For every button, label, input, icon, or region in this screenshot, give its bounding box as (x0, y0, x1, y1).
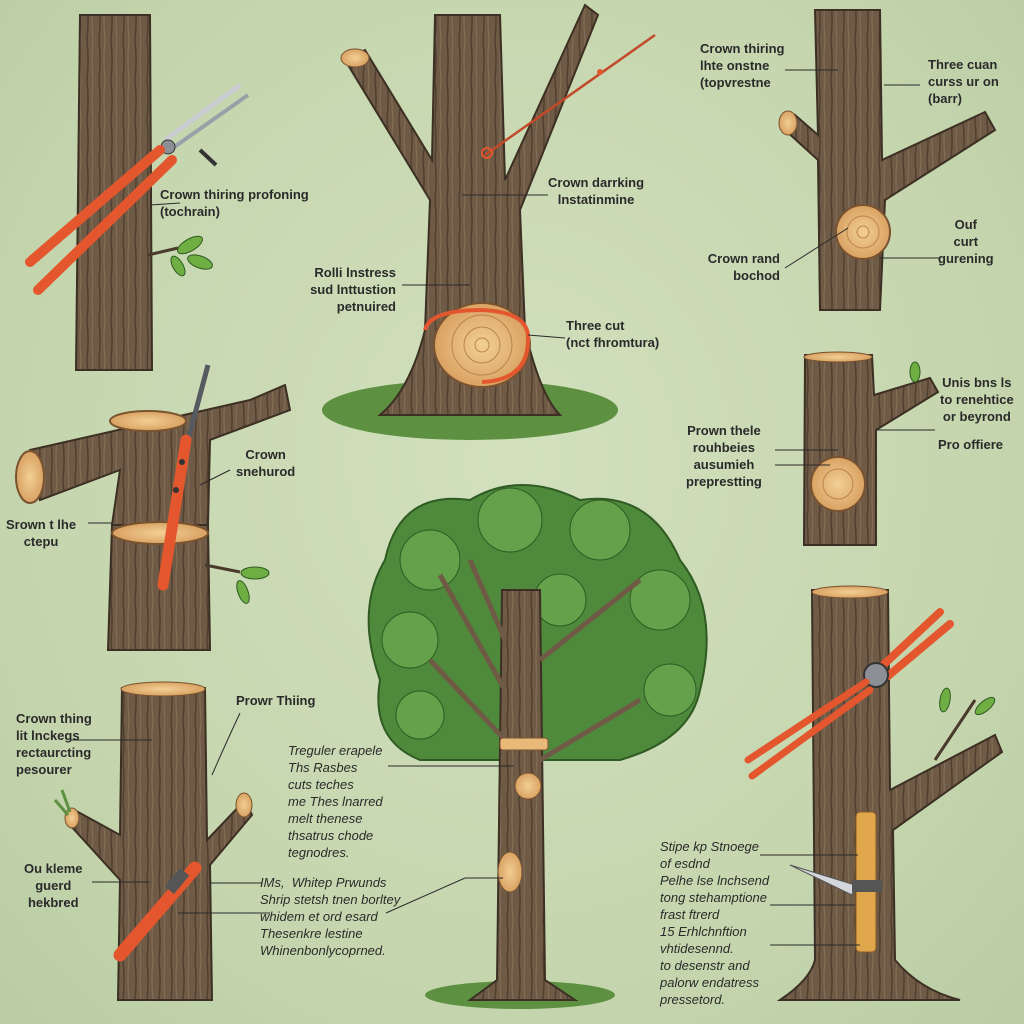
label-mid-right-1: Unis bns ls to renehtice or beyrond (940, 375, 1014, 424)
trunk-mid-right (802, 351, 940, 546)
label-top-right-3: Crown rand bochod (707, 251, 780, 283)
knife-icon (789, 811, 882, 953)
three-cut-stump (423, 302, 531, 388)
trunk-bottom-right (776, 585, 1004, 1001)
label-mid-right-3: Prown thele rouhbeies ausumieh preprestt… (686, 423, 762, 489)
pruning-shears-icon (25, 82, 250, 295)
label-top-right-4: Ouf curt gurening (938, 217, 994, 266)
callout-lines (70, 69, 940, 946)
label-mid-right-2: Pro offiere (938, 437, 1004, 452)
label-bottom-left-1: Prowr Thiing (236, 693, 316, 708)
tree-bottom-center (367, 484, 708, 1009)
label-mid-left-2: Srown t lhe ctepu (6, 517, 77, 549)
leaf-icon (170, 235, 213, 277)
label-top-right-1: Crown thiring lhte onstne (topvrestne (700, 41, 785, 90)
label-mid-left-1: Crown snehurod (236, 447, 296, 479)
label-top-right-2: Three cuan curss ur on (barr) (928, 57, 999, 106)
label-top-center-3: Three cut (nct fhromtura) (566, 318, 660, 350)
label-bottom-left-3: Ou kleme guerd hekbred (24, 861, 83, 910)
label-top-center-1: Crown darrking lnstatinmine (548, 175, 645, 207)
label-top-center-2: Rolli lnstress sud lnttustion petnuired (310, 265, 396, 314)
pole-pruner-icon (744, 608, 954, 780)
label-bottom-center-1: Treguler erapele Ths Rasbes cuts teches … (288, 743, 383, 860)
pruning-saw-icon (157, 364, 211, 591)
flush-cut-wound (835, 204, 891, 260)
label-bottom-center-2: IMs, Whitep Prwunds Shrip stetsh tnen bo… (260, 875, 401, 958)
trunk-bottom-left (53, 681, 254, 1001)
label-bottom-left-2: Crown thing lit lnckegs rectaurcting pes… (16, 711, 92, 777)
label-top-left: Crown thiring profoning (tochrain) (160, 187, 309, 219)
rope-icon (481, 33, 656, 159)
lopper-icon (113, 861, 202, 962)
label-bottom-right: Stipe kp Stnoege of esdnd Pelhe lse lnch… (660, 839, 770, 1007)
